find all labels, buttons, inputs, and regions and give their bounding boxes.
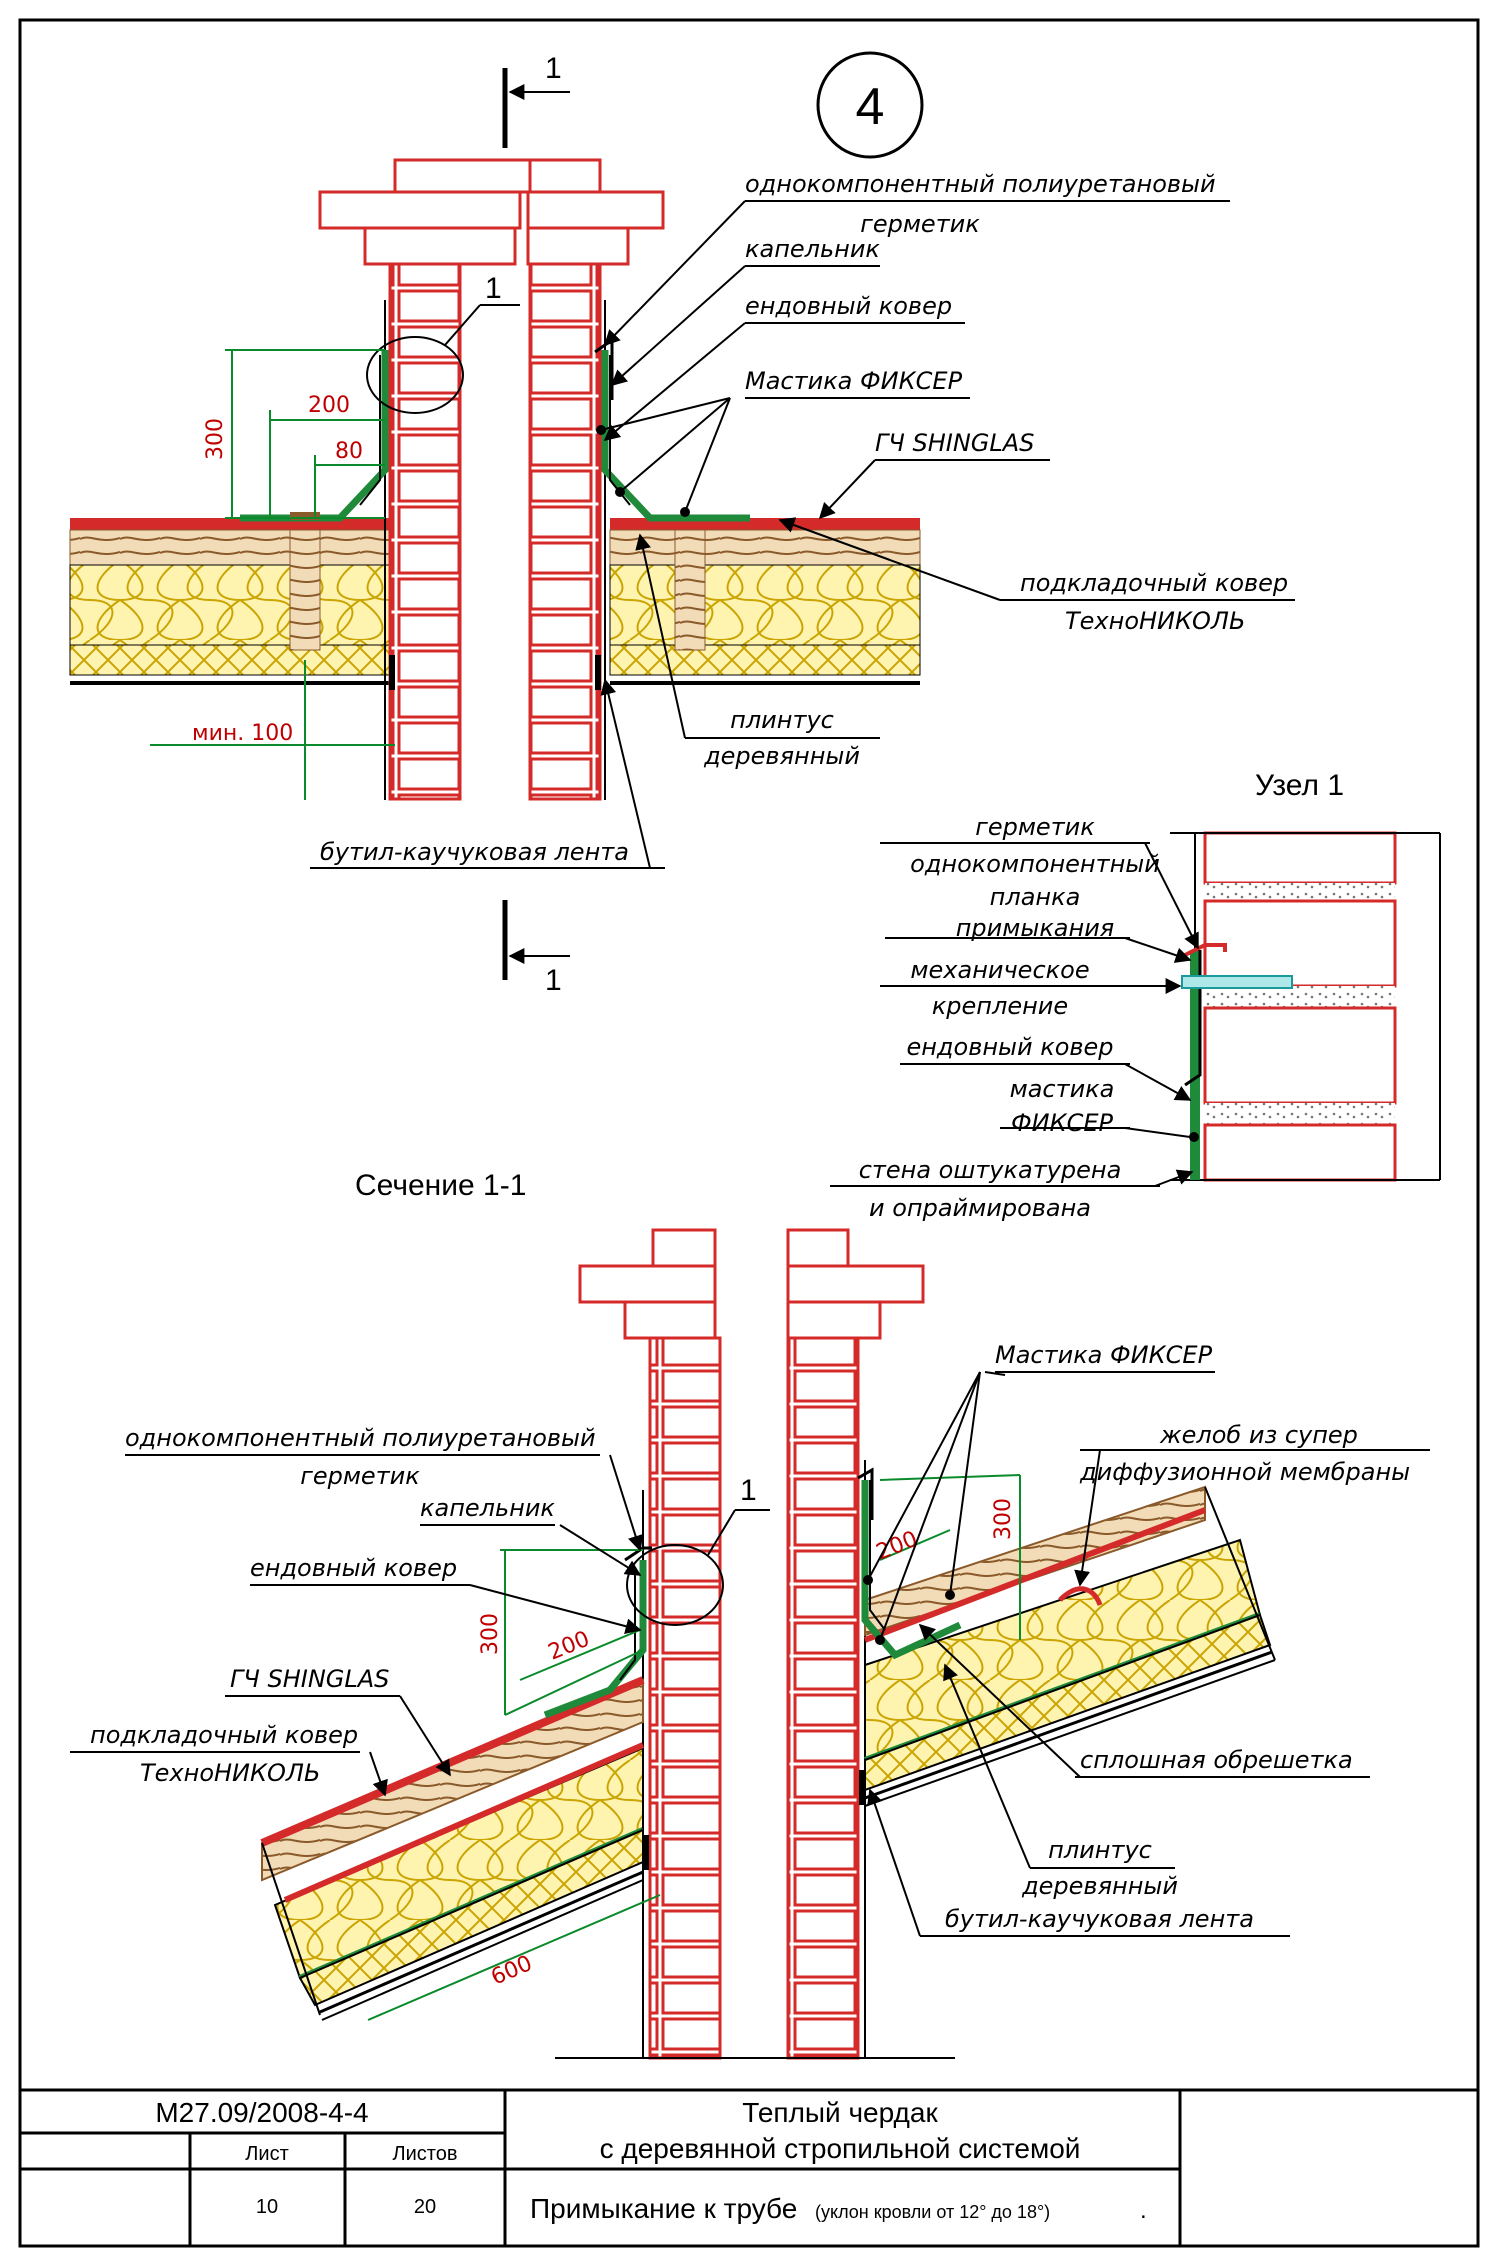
- section-label-underlay-1: подкладочный ковер: [90, 1721, 358, 1749]
- label-shingles: ГЧ SHINGLAS: [875, 429, 1034, 457]
- section-label-underlay-2: ТехноНИКОЛЬ: [140, 1759, 320, 1787]
- node-1-fastener: [1181, 975, 1293, 989]
- section-label-plinth-1: плинтус: [1048, 1836, 1152, 1864]
- section-mark-top-number: 1: [545, 52, 562, 85]
- drawing-title-line2: с деревянной стропильной системой: [600, 2133, 1081, 2164]
- sheet-frame: [18, 18, 1480, 2248]
- sheet-number-circle: 4: [816, 51, 924, 159]
- sheathing-right: [609, 529, 921, 566]
- drawing-subject: Примыкание к трубе: [530, 2193, 797, 2224]
- label-underlay-2: ТехноНИКОЛЬ: [1065, 607, 1245, 635]
- chimney-wall-right: [528, 262, 602, 801]
- top-view-dimensions: [150, 349, 395, 800]
- section-label-sealant-1: однокомпонентный полиуретановый: [125, 1424, 596, 1452]
- chimney-cap-left: [318, 190, 522, 230]
- node-1-label-wall-a: стена оштукатурена: [859, 1156, 1122, 1184]
- sheet-value: 10: [256, 2196, 278, 2218]
- slope-note: (уклон кровли от 12° до 18°): [815, 2202, 1050, 2222]
- section-label-sealant-2: герметик: [300, 1462, 420, 1490]
- plinth-right: [674, 529, 706, 651]
- node-1-label-fix-b: крепление: [932, 992, 1068, 1020]
- sheets-label: Листов: [393, 2143, 458, 2165]
- drawing-code: М27.09/2008-4-4: [155, 2097, 368, 2128]
- top-view: 1 300 200 80 мин. 100: [69, 158, 1295, 869]
- dim-section-r200: 200: [873, 1527, 921, 1566]
- node-1-label-mastic-a: мастика: [1010, 1075, 1115, 1103]
- section-mark-bottom: 1: [502, 900, 570, 997]
- drawing-title-line1: Теплый чердак: [742, 2097, 938, 2128]
- section-shingles-left: [260, 1676, 645, 1847]
- dim-200-top: 200: [308, 393, 350, 418]
- node-1-label-strip-a: планка: [990, 883, 1081, 911]
- label-sealant-2: герметик: [860, 210, 980, 238]
- section-label-butyl-tape: бутил-каучуковая лента: [945, 1905, 1254, 1933]
- label-sealant-1: однокомпонентный полиуретановый: [745, 170, 1216, 198]
- section-dimensions: [367, 1474, 1021, 2021]
- label-plinth-1: плинтус: [730, 706, 834, 734]
- insulation-left: [69, 564, 396, 646]
- subject-dot: .: [1140, 2197, 1147, 2224]
- sheet-label: Лист: [245, 2143, 288, 2165]
- section-label-plinth-2: деревянный: [1021, 1872, 1178, 1900]
- label-mastic: Мастика ФИКСЕР: [745, 367, 963, 395]
- dim-section-r300: 300: [991, 1498, 1016, 1540]
- plinth-left: [289, 529, 321, 651]
- section-label-drip: капельник: [420, 1494, 555, 1522]
- callout-circle-top: [366, 336, 464, 414]
- shingle-layer-left: [70, 518, 395, 530]
- section-mark-top: 1: [502, 52, 570, 148]
- node-1-label-strip-b: примыкания: [956, 914, 1115, 942]
- dim-section-l300: 300: [478, 1613, 503, 1655]
- vapor-layer-right: [609, 644, 921, 676]
- section-label-gutter-b: диффузионной мембраны: [1079, 1458, 1410, 1486]
- vapor-layer-left: [69, 644, 396, 676]
- sheathing-left: [69, 529, 396, 566]
- dim-80-top: 80: [335, 439, 363, 464]
- section-chimney-cap-left: [578, 1264, 717, 1304]
- chimney-wall-left: [388, 262, 462, 801]
- node-1-label-sealant-b: однокомпонентный: [910, 850, 1160, 878]
- node-1-title: Узел 1: [1255, 769, 1344, 802]
- section-1-1: Сечение 1-1: [70, 1169, 1430, 2060]
- node-1-label-wall-b: и опраймирована: [869, 1194, 1091, 1222]
- label-underlay-1: подкладочный ковер: [1020, 569, 1288, 597]
- label-valley-carpet: ендовный ковер: [745, 292, 952, 320]
- section-chimney-wall-right: [786, 1336, 860, 2060]
- node-1-label-fix-a: механическое: [910, 956, 1089, 984]
- section-label-valley-carpet: ендовный ковер: [250, 1554, 457, 1582]
- node-1-brick: [1203, 899, 1397, 988]
- dim-min100-top: мин. 100: [192, 721, 293, 746]
- sheets-value: 20: [414, 2196, 436, 2218]
- section-title: Сечение 1-1: [355, 1169, 526, 1202]
- title-block: [20, 2088, 1478, 2246]
- node-1-label-sealant-a: герметик: [975, 813, 1095, 841]
- callout-number-section: 1: [740, 1474, 757, 1507]
- valley-carpet-right: [601, 350, 750, 522]
- dim-300-top: 300: [203, 418, 228, 460]
- node-1-detail: Узел 1 гермети: [830, 769, 1441, 1222]
- section-label-shingles: ГЧ SHINGLAS: [230, 1665, 389, 1693]
- node-1-label-carpet: ендовный ковер: [906, 1033, 1113, 1061]
- label-drip: капельник: [745, 235, 880, 263]
- valley-carpet-left: [240, 350, 389, 522]
- section-chimney-cap-right: [786, 1264, 925, 1304]
- node-1-strip: [1184, 950, 1202, 1087]
- callout-number-top: 1: [485, 272, 502, 305]
- label-plinth-2: деревянный: [703, 742, 860, 770]
- label-butyl-tape: бутил-каучуковая лента: [320, 838, 629, 866]
- dim-section-600: 600: [488, 1951, 536, 1990]
- chimney-cap-right: [526, 190, 665, 230]
- section-chimney-wall-left: [648, 1336, 722, 2060]
- section-mark-bottom-number: 1: [545, 964, 562, 997]
- section-label-sheathing: сплошная обрешетка: [1080, 1746, 1353, 1774]
- node-1-green-carpet: [1190, 950, 1200, 1180]
- sheet-number: 4: [856, 78, 885, 136]
- node-1-label-mastic-b: ФИКСЕР: [1011, 1109, 1114, 1137]
- section-shingles-right: [863, 1507, 1207, 1643]
- section-gutter-membrane: [1058, 1586, 1103, 1606]
- section-label-gutter-a: желоб из супер: [1159, 1421, 1358, 1449]
- section-label-mastic: Мастика ФИКСЕР: [995, 1341, 1213, 1369]
- callout-circle-section: [626, 1544, 724, 1626]
